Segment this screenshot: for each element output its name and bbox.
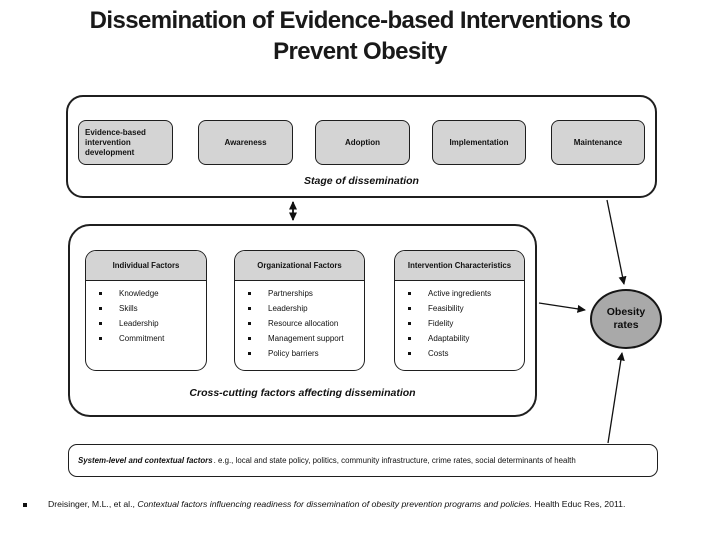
list-item: Adaptability [395,331,522,346]
factor-list: Knowledge Skills Leadership Commitment [86,281,206,346]
citation-journal: Health Educ Res, 2011. [531,499,626,509]
bullet-marker [248,292,251,295]
list-item: Policy barriers [235,346,362,361]
list-item-label: Policy barriers [268,349,319,358]
stage-box-evidence-development: Evidence-based intervention development [78,120,173,165]
factor-box-header: Intervention Characteristics [395,251,524,281]
stage-box-implementation: Implementation [432,120,526,165]
stage-box-awareness: Awareness [198,120,293,165]
list-item: Active ingredients [395,286,522,301]
stage-box-label: Adoption [344,137,381,147]
list-item: Resource allocation [235,316,362,331]
title-line-2: Prevent Obesity [273,38,447,66]
factor-list: Partnerships Leadership Resource allocat… [235,281,364,361]
list-item: Management support [235,331,362,346]
list-item-label: Management support [268,334,344,343]
list-item: Leadership [86,316,204,331]
bullet-marker [408,337,411,340]
stage-box-label: Awareness [224,137,267,147]
list-item: Skills [86,301,204,316]
factor-list: Active ingredients Feasibility Fidelity … [395,281,524,361]
factor-box-organizational: Organizational Factors Partnerships Lead… [234,250,365,371]
list-item-label: Feasibility [428,304,464,313]
stage-box-adoption: Adoption [315,120,410,165]
list-item-label: Leadership [268,304,308,313]
list-item-label: Knowledge [119,289,159,298]
bullet-marker [248,352,251,355]
list-item: Costs [395,346,522,361]
factor-box-individual: Individual Factors Knowledge Skills Lead… [85,250,207,371]
stage-panel-caption: Stage of dissemination [304,175,419,187]
bullet-marker [248,307,251,310]
slide-title: Dissemination of Evidence-based Interven… [0,5,720,67]
title-line-1: Dissemination of Evidence-based Interven… [89,7,631,34]
list-item-label: Fidelity [428,319,454,328]
oval-label-line-2: rates [613,319,639,331]
stage-box-label: Maintenance [573,137,623,147]
stage-panel: Evidence-based intervention development … [66,95,657,198]
bullet-marker [408,292,411,295]
system-bar-examples: . e.g., local and state policy, politics… [213,456,576,465]
arrow-system-to-obesity [607,352,625,444]
list-item: Feasibility [395,301,522,316]
bullet-marker [99,307,102,310]
factors-panel: Individual Factors Knowledge Skills Lead… [68,224,537,417]
bullet-marker [408,352,411,355]
citation-title: Contextual factors influencing readiness… [137,499,532,509]
stage-box-maintenance: Maintenance [551,120,645,165]
list-item: Partnerships [235,286,362,301]
stage-box-label: Implementation [449,137,509,147]
system-bar-lead-label: System-level and contextual factors [78,456,213,465]
bullet-marker [99,292,102,295]
oval-label-line-1: Obesity [606,305,646,318]
stage-box-label: Evidence-based intervention development [85,127,146,157]
list-item-label: Resource allocation [268,319,339,328]
list-item-label: Adaptability [428,334,470,343]
factor-box-header: Organizational Factors [235,251,364,281]
obesity-rates-oval: Obesity rates [590,289,662,349]
list-item-label: Commitment [119,334,165,343]
arrow-stage-to-obesity [606,199,627,285]
citation-authors: Dreisinger, M.L., et al., [48,499,138,509]
citation-text: Dreisinger, M.L., et al., Contextual fac… [48,499,625,510]
citation: Dreisinger, M.L., et al., Contextual fac… [23,499,708,510]
list-item: Fidelity [395,316,522,331]
list-item-label: Leadership [119,319,159,328]
list-item-label: Costs [428,349,449,358]
bullet-marker [408,322,411,325]
bullet-marker [248,337,251,340]
factor-box-intervention: Intervention Characteristics Active ingr… [394,250,525,371]
list-item: Commitment [86,331,204,346]
bullet-marker [99,337,102,340]
list-item: Knowledge [86,286,204,301]
bullet-marker [408,307,411,310]
factors-panel-caption: Cross-cutting factors affecting dissemin… [189,387,416,399]
list-item-label: Active ingredients [428,289,492,298]
list-item-label: Skills [119,304,138,313]
list-item: Leadership [235,301,362,316]
factor-box-header: Individual Factors [86,251,206,281]
bullet-marker [99,322,102,325]
list-item-label: Partnerships [268,289,313,298]
arrow-factors-to-obesity [538,302,586,313]
bullet-marker [248,322,251,325]
system-level-bar: System-level and contextual factors. e.g… [68,444,658,477]
bullet-marker [23,503,27,507]
